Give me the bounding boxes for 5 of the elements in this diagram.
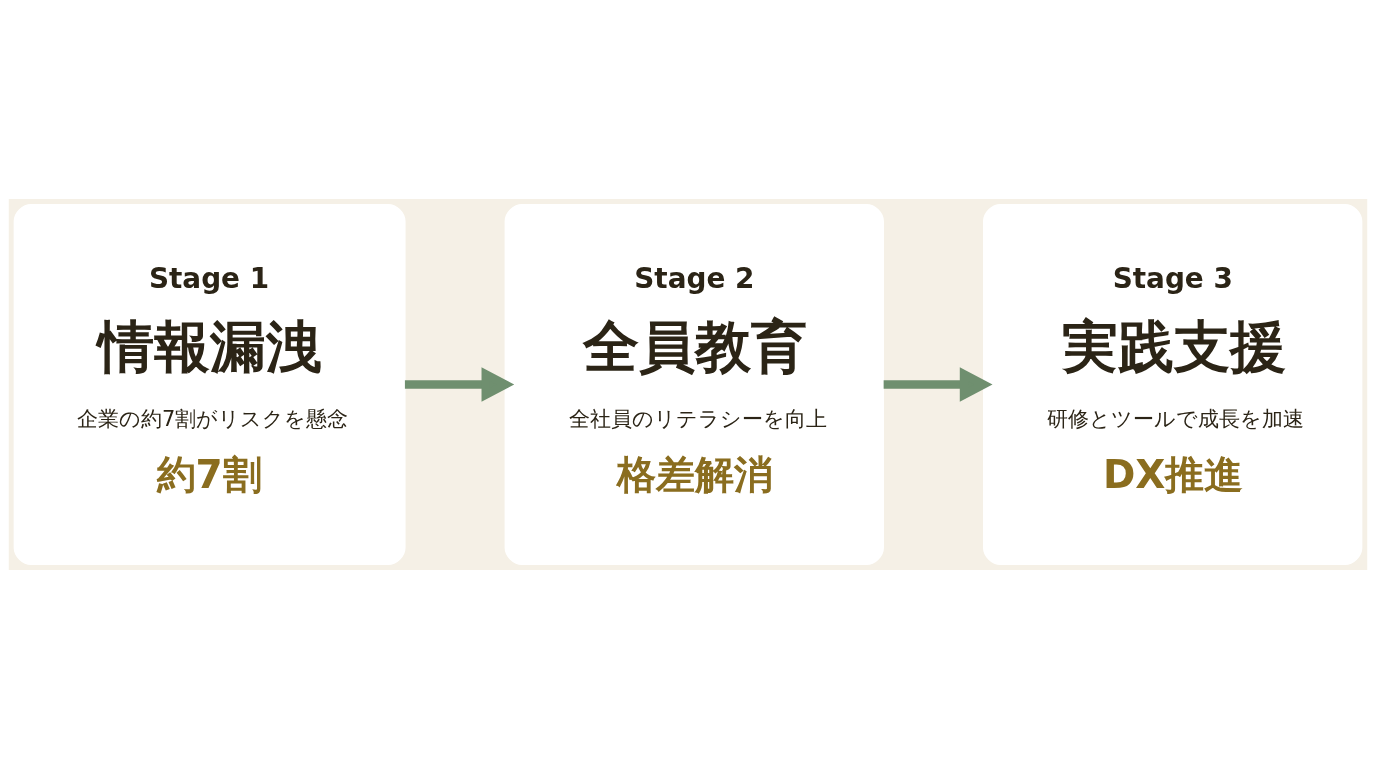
node-box: Stage 3 実践支援 研修とツールで成長を加速 DX推進 bbox=[983, 203, 1363, 565]
node-box: Stage 2 全員教育 全社員のリテラシーを向上 格差解消 bbox=[504, 203, 884, 565]
node-box: Stage 1 情報漏洩 企業の約7割がリスクを懸念 約7割 bbox=[13, 203, 406, 565]
arrow bbox=[404, 366, 515, 402]
arrow bbox=[883, 366, 993, 402]
